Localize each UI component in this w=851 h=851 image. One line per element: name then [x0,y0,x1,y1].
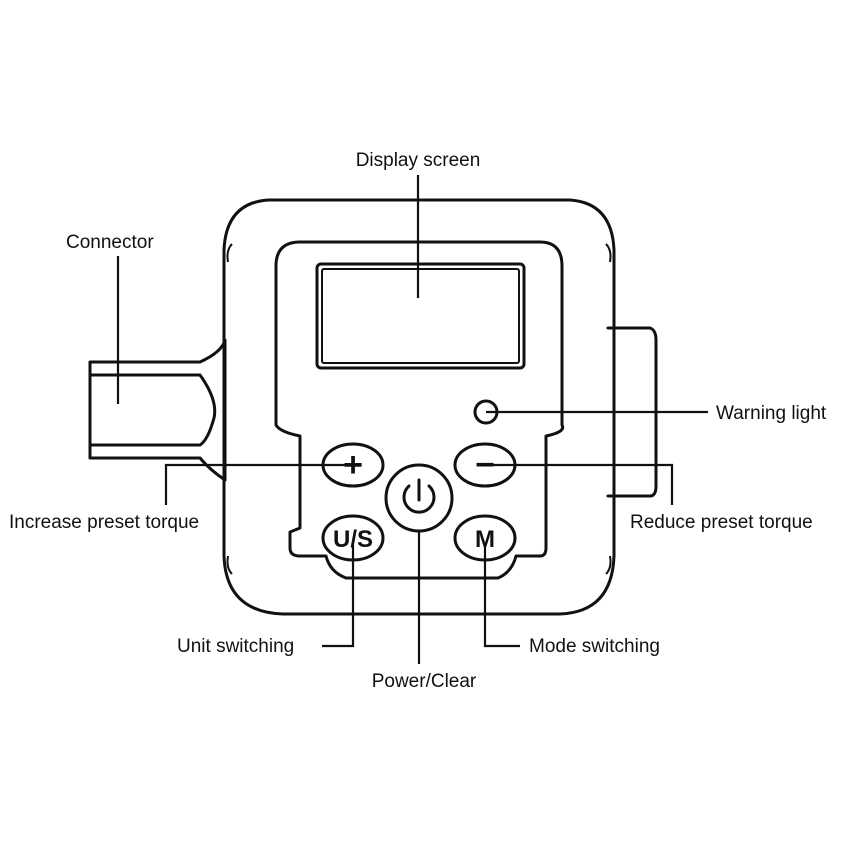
power-clear-button[interactable] [384,463,454,533]
label-unit-switching: Unit switching [177,636,294,657]
display-screen [315,262,526,370]
device-body [222,198,616,616]
label-connector: Connector [66,232,154,253]
label-power-clear: Power/Clear [372,671,477,692]
labels: Display screen Connector Warning light I… [9,150,827,692]
label-mode-switching: Mode switching [529,636,660,657]
mode-switch-button-label: M [475,526,495,553]
label-warning-light: Warning light [716,403,827,424]
power-icon [402,478,436,514]
label-display-screen: Display screen [356,150,481,171]
leader-lines [116,175,708,664]
label-increase-preset-torque: Increase preset torque [9,512,199,533]
leader-unit [322,545,355,648]
connector-drive [88,338,227,482]
leader-mode [483,545,520,648]
label-reduce-preset-torque: Reduce preset torque [630,512,813,533]
leader-increase [164,463,353,505]
leader-reduce [485,463,674,505]
